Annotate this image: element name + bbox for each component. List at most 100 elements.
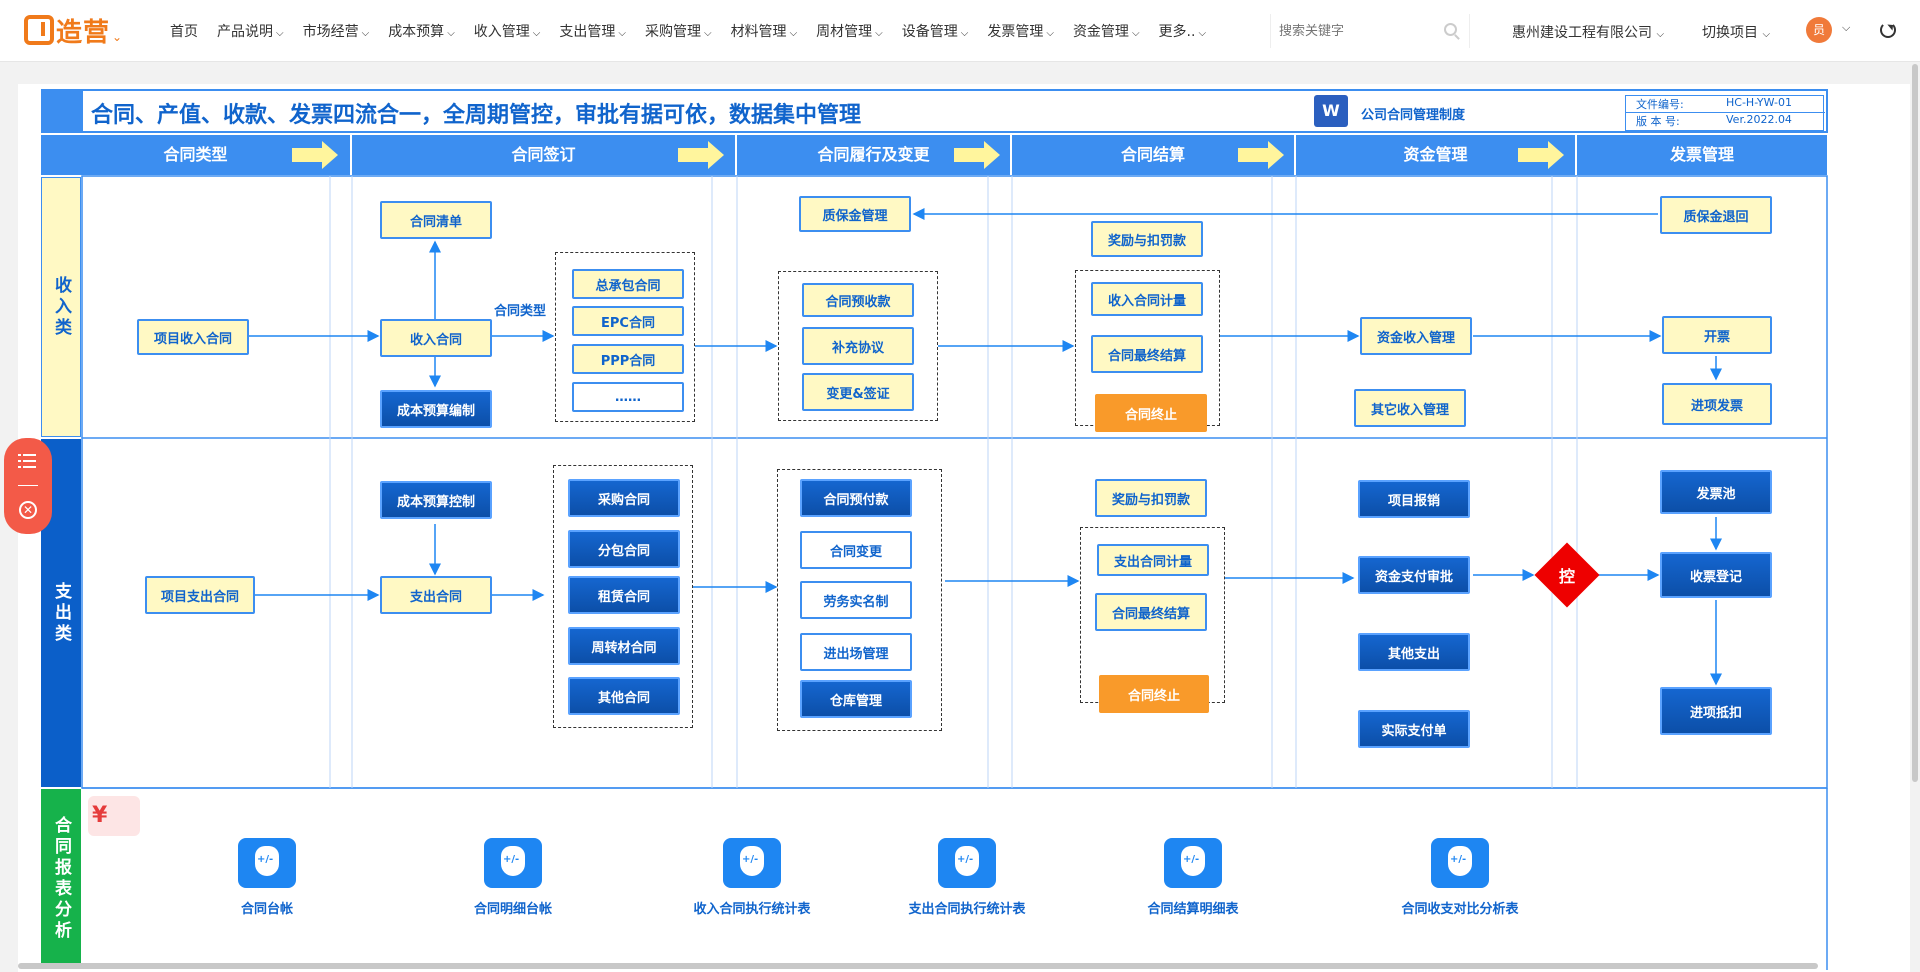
money-bag-icon — [484, 838, 542, 888]
divider — [18, 485, 38, 486]
lane-income: 收入类 — [41, 177, 81, 437]
search-input[interactable] — [1271, 14, 1441, 48]
floating-toolbar[interactable]: ✕ — [4, 438, 52, 534]
fund-income-mgmt[interactable]: 资金收入管理 — [1360, 317, 1472, 355]
nav-item-more[interactable]: 更多..⌵ — [1158, 24, 1207, 40]
invoice-pool[interactable]: 发票池 — [1660, 470, 1772, 514]
list-icon[interactable] — [18, 454, 36, 468]
issue-invoice[interactable]: 开票 — [1662, 316, 1772, 354]
chevron-down-icon: ⌵ — [276, 28, 284, 39]
income-type-more[interactable]: …… — [572, 382, 684, 412]
avatar[interactable]: 员 — [1806, 17, 1832, 43]
nav-item-income[interactable]: 收入管理⌵ — [473, 24, 541, 40]
expense-terminate[interactable]: 合同终止 — [1099, 675, 1209, 713]
subcontract[interactable]: 分包合同 — [568, 530, 680, 568]
income-type-epc-general[interactable]: 总承包合同 — [572, 269, 684, 299]
expense-final-settle[interactable]: 合同最终结算 — [1095, 593, 1207, 631]
chevron-down-icon: ⌵ — [1131, 28, 1140, 39]
switch-project[interactable]: 切换项目 ⌵ — [1702, 25, 1771, 41]
income-measure[interactable]: 收入合同计量 — [1091, 282, 1203, 316]
warehouse-mgmt[interactable]: 仓库管理 — [800, 680, 912, 718]
income-contract-list[interactable]: 合同清单 — [380, 201, 492, 239]
invoice-register[interactable]: 收票登记 — [1660, 552, 1772, 598]
other-expense[interactable]: 其他支出 — [1358, 633, 1470, 671]
entry-exit-mgmt[interactable]: 进出场管理 — [800, 633, 912, 671]
labor-real-name[interactable]: 劳务实名制 — [800, 581, 912, 619]
nav-item-invoice[interactable]: 发票管理⌵ — [987, 24, 1054, 40]
close-icon[interactable]: ✕ — [19, 501, 37, 519]
lane-report: 合同报表分析 — [41, 789, 81, 969]
income-perform-group — [778, 271, 938, 421]
nav-item-equipment[interactable]: 设备管理⌵ — [901, 24, 969, 40]
other-contract[interactable]: 其他合同 — [568, 677, 680, 715]
stage-header-type: 合同类型 — [41, 135, 350, 175]
version-label: 版 本 号: — [1636, 115, 1680, 128]
income-project-contract[interactable]: 项目收入合同 — [137, 319, 249, 355]
control-label: 控 — [1558, 567, 1575, 586]
report-ledger[interactable]: 合同台帐 — [182, 838, 352, 917]
report-expense-exec[interactable]: 支出合同执行统计表 — [882, 838, 1052, 917]
deposit-mgmt[interactable]: 质保金管理 — [799, 196, 911, 232]
chevron-down-icon: ⌵ — [1198, 28, 1207, 39]
policy-link[interactable]: 公司合同管理制度 — [1361, 108, 1466, 123]
nav-item-cost[interactable]: 成本预算⌵ — [388, 24, 455, 40]
word-doc-icon[interactable]: W — [1314, 95, 1348, 127]
report-settle-detail[interactable]: 合同结算明细表 — [1108, 838, 1278, 917]
change-visa[interactable]: 变更&签证 — [802, 373, 914, 411]
turnover-contract[interactable]: 周转材合同 — [568, 627, 680, 665]
money-bag-icon — [1431, 838, 1489, 888]
horizontal-scrollbar[interactable] — [18, 963, 1818, 969]
money-bag-icon — [938, 838, 996, 888]
income-terminate[interactable]: 合同终止 — [1095, 394, 1207, 432]
nav-item-product[interactable]: 产品说明⌵ — [217, 24, 284, 40]
supplement-agreement[interactable]: 补充协议 — [802, 327, 914, 365]
input-invoice[interactable]: 进项发票 — [1662, 383, 1772, 425]
nav-item-material[interactable]: 材料管理⌵ — [730, 24, 798, 40]
deposit-return[interactable]: 质保金退回 — [1660, 196, 1772, 234]
cost-budget-button[interactable]: 成本预算编制 — [380, 390, 492, 428]
report-income-exec[interactable]: 收入合同执行统计表 — [667, 838, 837, 917]
report-compare[interactable]: 合同收支对比分析表 — [1375, 838, 1545, 917]
nav-item-turnover[interactable]: 周材管理⌵ — [816, 24, 883, 40]
nav-item-home[interactable]: 首页 — [170, 24, 198, 40]
expense-reward[interactable]: 奖励与扣罚款 — [1095, 479, 1207, 517]
nav-item-purchase[interactable]: 采购管理⌵ — [644, 24, 712, 40]
income-prepay[interactable]: 合同预收款 — [802, 283, 914, 317]
stage-header-sign: 合同签订 — [352, 135, 735, 175]
income-type-ppp[interactable]: PPP合同 — [572, 344, 684, 374]
chevron-down-icon: ⌵ — [532, 28, 541, 39]
fund-payment-approval[interactable]: 资金支付审批 — [1358, 556, 1470, 594]
chevron-down-icon: ⌄ — [112, 30, 123, 44]
chevron-down-icon: ⌵ — [960, 28, 969, 39]
nav-item-expense[interactable]: 支出管理⌵ — [559, 24, 626, 40]
nav-item-market[interactable]: 市场经营⌵ — [302, 24, 370, 40]
expense-contract[interactable]: 支出合同 — [380, 576, 492, 614]
report-detail-ledger[interactable]: 合同明细台帐 — [428, 838, 598, 917]
contract-change[interactable]: 合同变更 — [800, 531, 912, 569]
project-reimburse[interactable]: 项目报销 — [1358, 480, 1470, 518]
stage-header-settle: 合同结算 — [1012, 135, 1294, 175]
cost-budget-control[interactable]: 成本预算控制 — [380, 481, 492, 519]
other-income-mgmt[interactable]: 其它收入管理 — [1354, 389, 1466, 427]
refresh-icon[interactable] — [1880, 22, 1896, 38]
lease-contract[interactable]: 租赁合同 — [568, 576, 680, 614]
income-reward[interactable]: 奖励与扣罚款 — [1091, 221, 1203, 257]
top-nav: 造营 ⌄ 首页 产品说明⌵ 市场经营⌵ 成本预算⌵ 收入管理⌵ 支出管理⌵ 采购… — [0, 0, 1920, 62]
expense-prepay[interactable]: 合同预付款 — [800, 479, 912, 517]
chevron-down-icon[interactable]: ⌵ — [1842, 21, 1851, 34]
vertical-scrollbar[interactable] — [1912, 64, 1918, 782]
purchase-contract[interactable]: 采购合同 — [568, 479, 680, 517]
logo[interactable]: 造营 ⌄ — [24, 10, 122, 50]
expense-measure[interactable]: 支出合同计量 — [1097, 544, 1209, 576]
search-icon[interactable] — [1444, 23, 1457, 36]
income-final-settle[interactable]: 合同最终结算 — [1091, 335, 1203, 373]
company-selector[interactable]: 惠州建设工程有限公司 ⌵ — [1512, 25, 1665, 41]
actual-payment[interactable]: 实际支付单 — [1358, 710, 1470, 748]
chevron-down-icon: ⌵ — [1046, 28, 1054, 39]
income-type-epc[interactable]: EPC合同 — [572, 306, 684, 336]
input-deduct[interactable]: 进项抵扣 — [1660, 687, 1772, 735]
expense-project-contract[interactable]: 项目支出合同 — [145, 576, 255, 614]
nav-item-fund[interactable]: 资金管理⌵ — [1072, 24, 1140, 40]
chevron-down-icon: ⌵ — [447, 28, 455, 39]
income-contract[interactable]: 收入合同 — [380, 319, 492, 357]
